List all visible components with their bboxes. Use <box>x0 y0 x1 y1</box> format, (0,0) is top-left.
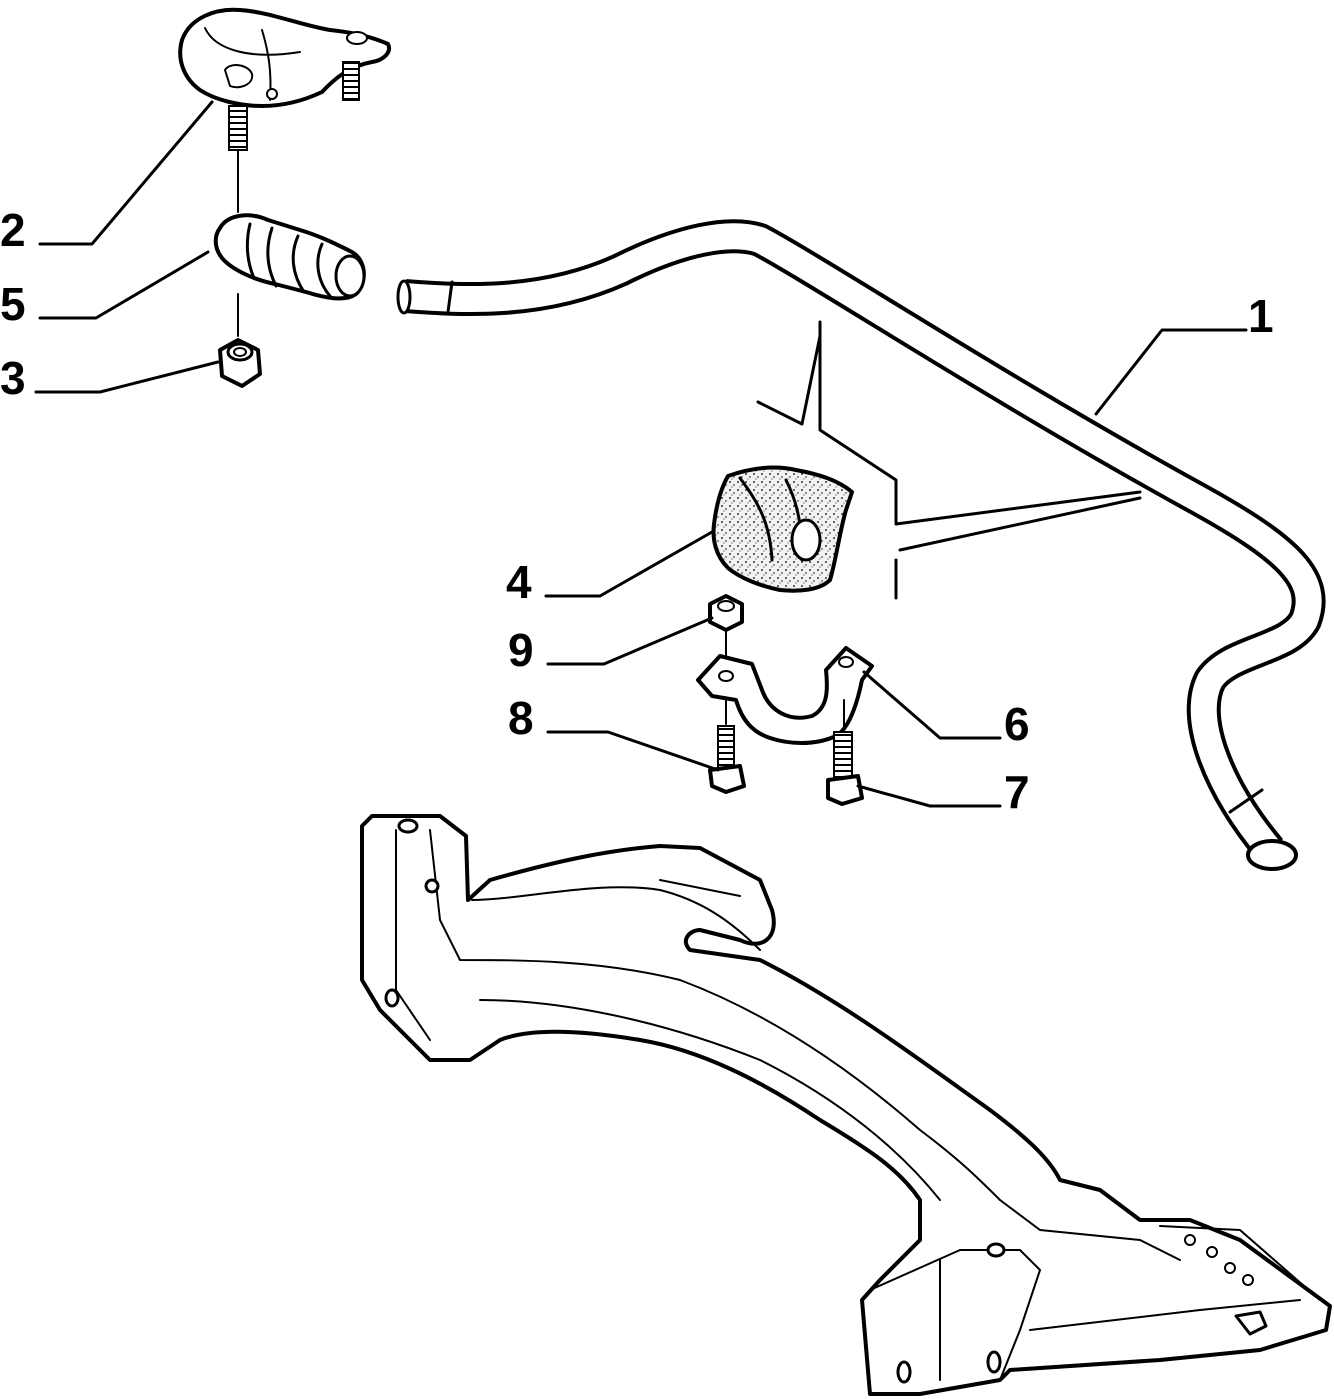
callout-4: 4 <box>506 556 532 608</box>
callout-2: 2 <box>0 204 26 256</box>
link-bracket-part <box>178 7 391 151</box>
link-bushing-part <box>213 149 366 337</box>
leader-lines <box>34 100 1248 808</box>
callout-7: 7 <box>1004 766 1030 818</box>
callout-9: 9 <box>508 624 534 676</box>
subframe-crossmember <box>360 814 1332 1396</box>
callout-labels: 2 5 3 1 4 9 8 6 7 <box>0 204 1274 818</box>
callout-8: 8 <box>508 692 534 744</box>
nut-part-3 <box>218 338 262 388</box>
leader-4 <box>544 530 714 598</box>
mounting-reference-lines <box>756 320 1142 600</box>
leader-2 <box>38 100 214 246</box>
leader-8 <box>546 730 720 772</box>
bar-bushing-part <box>711 465 854 593</box>
callout-3: 3 <box>0 352 26 404</box>
leader-1 <box>1094 328 1248 416</box>
leader-3 <box>34 360 220 394</box>
stabilizer-bar-part <box>396 219 1326 871</box>
leader-9 <box>546 616 714 666</box>
callout-1: 1 <box>1248 290 1274 342</box>
nut-part-9 <box>708 594 744 657</box>
leader-5 <box>38 250 210 320</box>
bolt-part-7 <box>826 699 864 806</box>
bushing-clamp-part <box>696 646 874 745</box>
leader-6 <box>862 670 1002 740</box>
callout-6: 6 <box>1004 698 1030 750</box>
bolt-part-8 <box>708 699 746 794</box>
leader-7 <box>856 784 1002 808</box>
callout-5: 5 <box>0 278 26 330</box>
